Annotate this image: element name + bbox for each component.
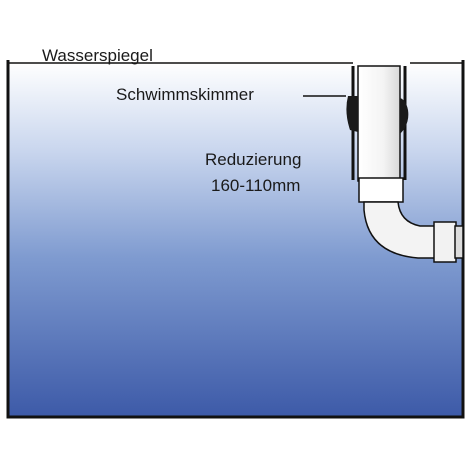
reducer-label-line1: Reduzierung (205, 150, 302, 169)
pipe-horizontal (433, 221, 457, 263)
water-level-label: Wasserspiegel (42, 46, 153, 65)
pipe-vertical (357, 65, 401, 182)
reducer-collar (358, 177, 404, 203)
skimmer-label: Schwimmskimmer (116, 85, 254, 104)
skimmer-float-right (400, 98, 409, 134)
pipe-elbow (363, 201, 437, 259)
reducer-label-line2: 160-110mm (211, 176, 301, 195)
skimmer-float-left (346, 96, 358, 132)
pipe-wall-fitting (454, 225, 464, 259)
